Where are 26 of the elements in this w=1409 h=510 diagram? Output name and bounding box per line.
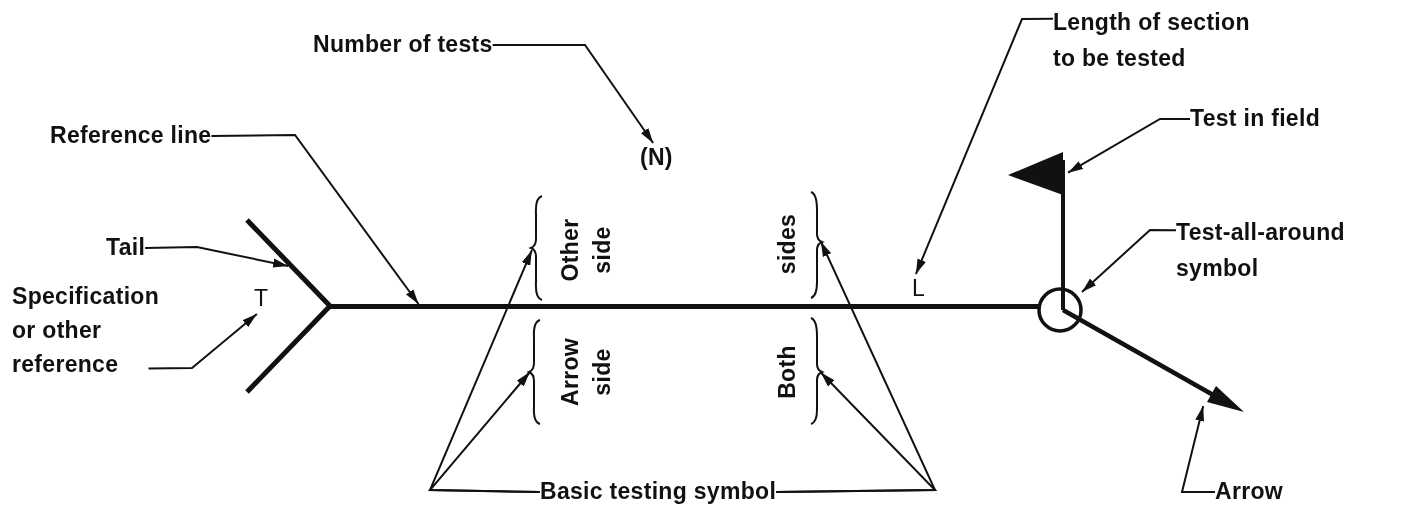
side-label: sides	[773, 212, 801, 277]
symbol-letter: T	[254, 284, 269, 314]
side-label: Arrow side	[556, 337, 616, 408]
callout-label: Basic testing symbol	[540, 477, 777, 507]
callout-label: Arrow	[1215, 477, 1283, 507]
side-label: Both	[773, 344, 801, 401]
callout-label: Reference line	[50, 121, 212, 151]
callout-label: Length of section to be tested	[1053, 4, 1275, 78]
leader-line	[144, 246, 290, 268]
symbol-letter: L	[912, 274, 926, 302]
leader-line	[427, 371, 541, 493]
leader-line	[914, 17, 1054, 275]
leader-line	[1081, 229, 1177, 293]
side-label: Other side	[556, 217, 616, 284]
leader-line	[1180, 405, 1216, 493]
leader-line	[210, 134, 420, 305]
callout-label: Test-all-around symbol	[1176, 214, 1394, 288]
leader-line	[491, 44, 655, 144]
callout-label: Tail	[106, 233, 146, 263]
callout-label: Test in field	[1190, 104, 1320, 134]
callout-label: Number of tests	[313, 30, 493, 60]
leader-line	[775, 371, 938, 493]
callout-label: Specification or other reference	[12, 279, 187, 383]
leader-line	[1067, 118, 1191, 174]
leader-line	[147, 313, 258, 370]
callout-label: (N)	[640, 143, 673, 171]
